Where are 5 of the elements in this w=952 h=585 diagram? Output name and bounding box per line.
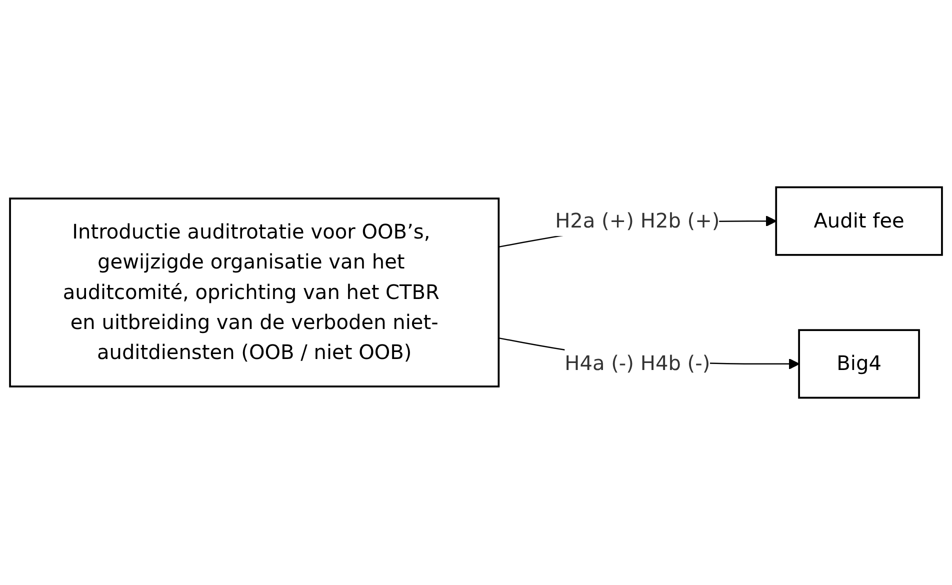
edge-label: H4a (-) H4b (-) [564, 351, 710, 376]
node-box: Big4 [798, 329, 920, 399]
edge-label: H2a (+) H2b (+) [555, 208, 720, 232]
node-box: Introductie auditrotatie voor OOB’s, gewijzigde organisatie van het auditcomité, oprichting van het CTBR en uitbreiding van de verboden niet-auditdiensten (OOB / niet OOB) [9, 198, 500, 388]
node-box: Audit fee [775, 186, 943, 256]
